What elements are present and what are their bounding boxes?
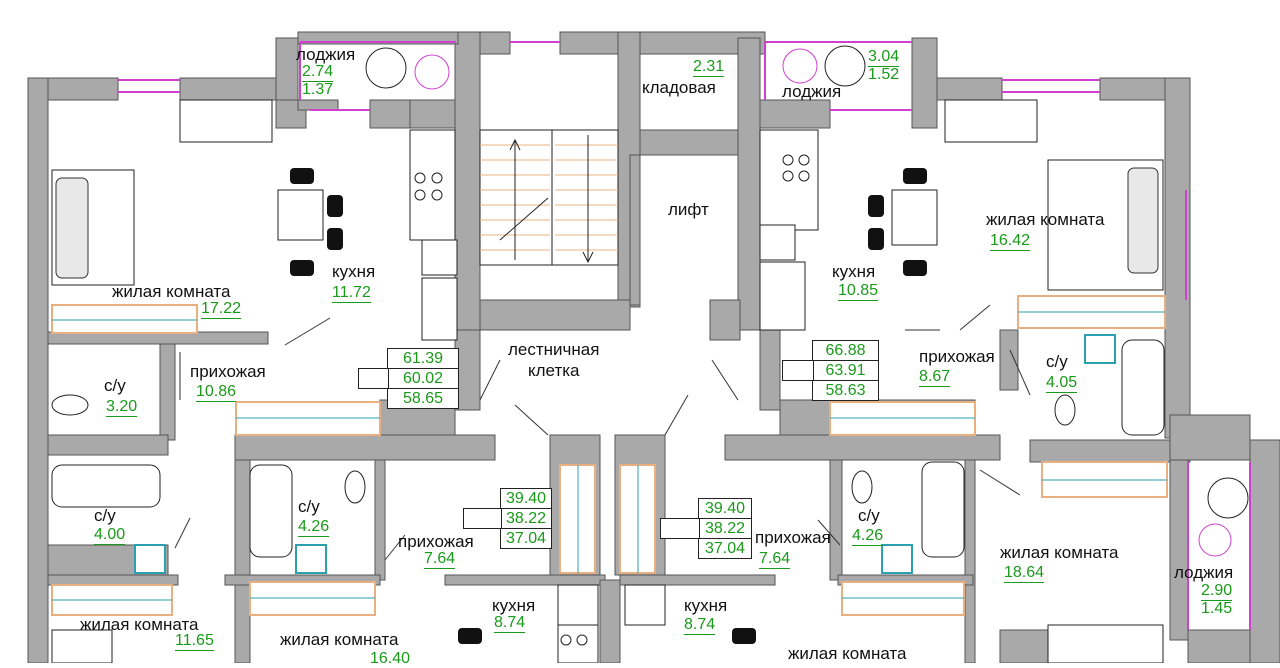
door-swings — [174, 304, 1031, 561]
bath-br-area: 4.26 — [852, 527, 884, 546]
apt-br-area-living: 37.04 — [704, 540, 746, 557]
apt-tr-area-living: 58.63 — [825, 382, 866, 399]
loggia-br-area2: 1.45 — [1201, 600, 1233, 617]
staircase — [479, 129, 619, 266]
apt-bl-areas: 39.40 38.22 37.04 — [500, 488, 552, 549]
loggia-tr-area2: 1.52 — [868, 66, 900, 83]
apt-br-area-reduced: 38.22 — [699, 519, 751, 539]
storage-area: 2.31 — [693, 58, 725, 77]
apt-bl-marker — [463, 508, 502, 529]
apt-bl-area-living: 37.04 — [505, 530, 547, 547]
apt-tr-areas: 66.88 63.91 58.63 — [812, 340, 879, 401]
living-bl2-name: жилая комната — [280, 630, 399, 649]
living-br-area: 18.64 — [1004, 564, 1045, 583]
living-bm-name: жилая комната — [788, 644, 907, 663]
hall-l-name: прихожая — [190, 362, 266, 381]
loggia-br-area1: 2.90 — [1201, 582, 1233, 601]
loggia-tl-area1: 2.74 — [302, 63, 334, 82]
hall-r-area: 8.67 — [919, 368, 951, 387]
dining-tables — [277, 189, 938, 246]
living-br-name: жилая комната — [1000, 543, 1119, 562]
loggia-tl-area2: 1.37 — [302, 81, 334, 98]
kitchen-bl-name: кухня — [492, 596, 536, 615]
hall-bl-area: 7.64 — [424, 550, 456, 569]
kitchen-br-name: кухня — [684, 596, 728, 615]
hall-br-area: 7.64 — [759, 550, 791, 569]
hall-r-name: прихожая — [919, 347, 995, 366]
apt-tl-area-total: 61.39 — [388, 349, 458, 369]
apt-tr-area-reduced: 63.91 — [813, 361, 878, 381]
living-tl-name: жилая комната — [112, 282, 231, 301]
apt-tr-marker — [782, 360, 814, 381]
bath-r-area: 4.05 — [1046, 374, 1078, 393]
loggia-furniture — [365, 45, 1249, 557]
stair-line2: клетка — [528, 361, 580, 380]
bath-r-name: с/у — [1046, 352, 1068, 371]
living-bl2-area: 16.40 — [370, 650, 411, 667]
washing-machines — [134, 334, 1116, 574]
toilets — [51, 394, 1076, 504]
living-bl-area: 11.65 — [175, 632, 214, 651]
loggia-tr-name: лоджия — [782, 82, 842, 101]
apt-tr-area-total: 66.88 — [813, 341, 878, 361]
kitchen-tr-name: кухня — [832, 262, 876, 281]
bath-bl-area: 4.00 — [94, 526, 126, 545]
wardrobe-rods — [52, 311, 1167, 601]
lift-name: лифт — [668, 200, 709, 219]
loggia-br-name: лоджия — [1174, 563, 1234, 582]
apt-tl-areas: 61.39 60.02 58.65 — [387, 348, 459, 409]
storage-name: кладовая — [642, 78, 716, 97]
dining-chairs — [290, 168, 927, 644]
bath-bl-name: с/у — [94, 506, 116, 525]
kitchen-tl-area: 11.72 — [332, 284, 371, 303]
living-tr-area: 16.42 — [990, 232, 1031, 251]
apt-br-area-total: 39.40 — [699, 499, 751, 519]
bath-l-name: с/у — [104, 376, 126, 395]
desks — [179, 99, 1038, 143]
kitchen-tl-name: кухня — [332, 262, 376, 281]
kitchen-tr-area: 10.85 — [838, 282, 879, 301]
hall-bl-name: прихожая — [398, 532, 474, 551]
bath-bl2-name: с/у — [298, 497, 320, 516]
windows — [118, 41, 1251, 630]
stove-burners — [414, 154, 810, 646]
apt-tl-area-living: 58.65 — [402, 390, 444, 407]
apt-bl-area-reduced: 38.22 — [501, 509, 551, 529]
apt-tl-marker — [358, 368, 389, 389]
kitchen-bl-area: 8.74 — [494, 614, 526, 633]
living-tr-name: жилая комната — [986, 210, 1105, 229]
bath-br-name: с/у — [858, 506, 880, 525]
hall-l-area: 10.86 — [196, 383, 237, 402]
living-bl-name: жилая комната — [80, 615, 199, 634]
apt-br-areas: 39.40 38.22 37.04 — [698, 498, 752, 559]
bath-l-area: 3.20 — [106, 398, 138, 417]
stair-line1: лестничная — [508, 340, 600, 359]
bathtubs — [51, 339, 1165, 558]
kitchen-br-area: 8.74 — [684, 616, 716, 635]
apt-tl-area-reduced: 60.02 — [388, 369, 458, 389]
living-tl-area: 17.22 — [201, 300, 242, 319]
apt-bl-area-total: 39.40 — [501, 489, 551, 509]
pillows — [55, 167, 1159, 279]
hall-br-name: прихожая — [755, 528, 831, 547]
kitchen-fixtures — [409, 129, 819, 663]
apt-br-marker — [660, 518, 700, 539]
loggia-tl-name: лоджия — [296, 45, 356, 64]
bath-bl2-area: 4.26 — [298, 518, 330, 537]
loggia-tr-area1: 3.04 — [868, 48, 900, 67]
